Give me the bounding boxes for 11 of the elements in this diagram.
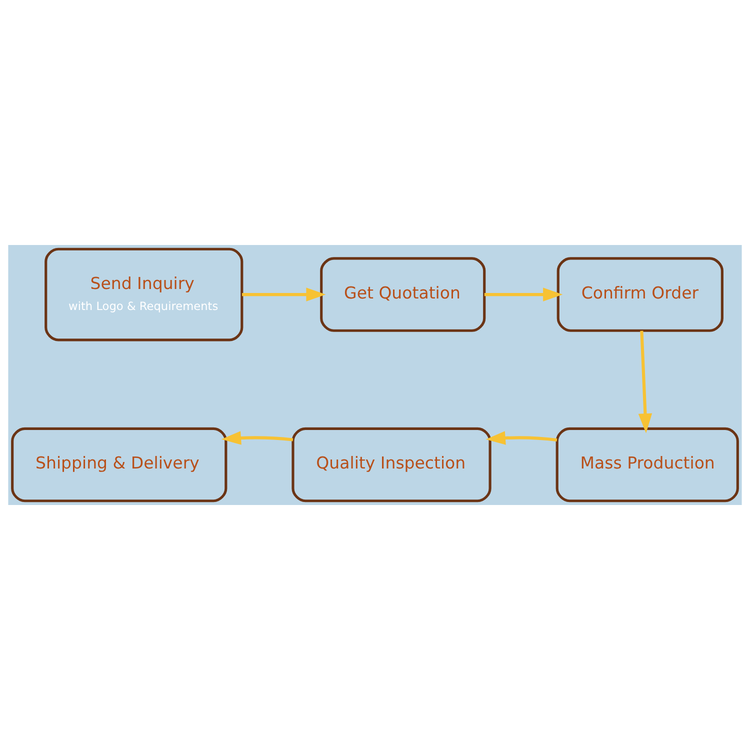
arrow [638,330,652,434]
node-box: Confirm Order [556,257,724,332]
node-box: Send Inquiry with Logo & Requirements [44,248,244,342]
arrow [484,288,563,302]
node-box: Shipping & Delivery [11,427,228,502]
arrow [486,431,558,445]
arrow [242,288,326,302]
arrow [221,431,294,445]
node-box: Quality Inspection [292,427,492,502]
node-box: Mass Production [556,427,739,502]
node-box: Get Quotation [320,257,486,332]
